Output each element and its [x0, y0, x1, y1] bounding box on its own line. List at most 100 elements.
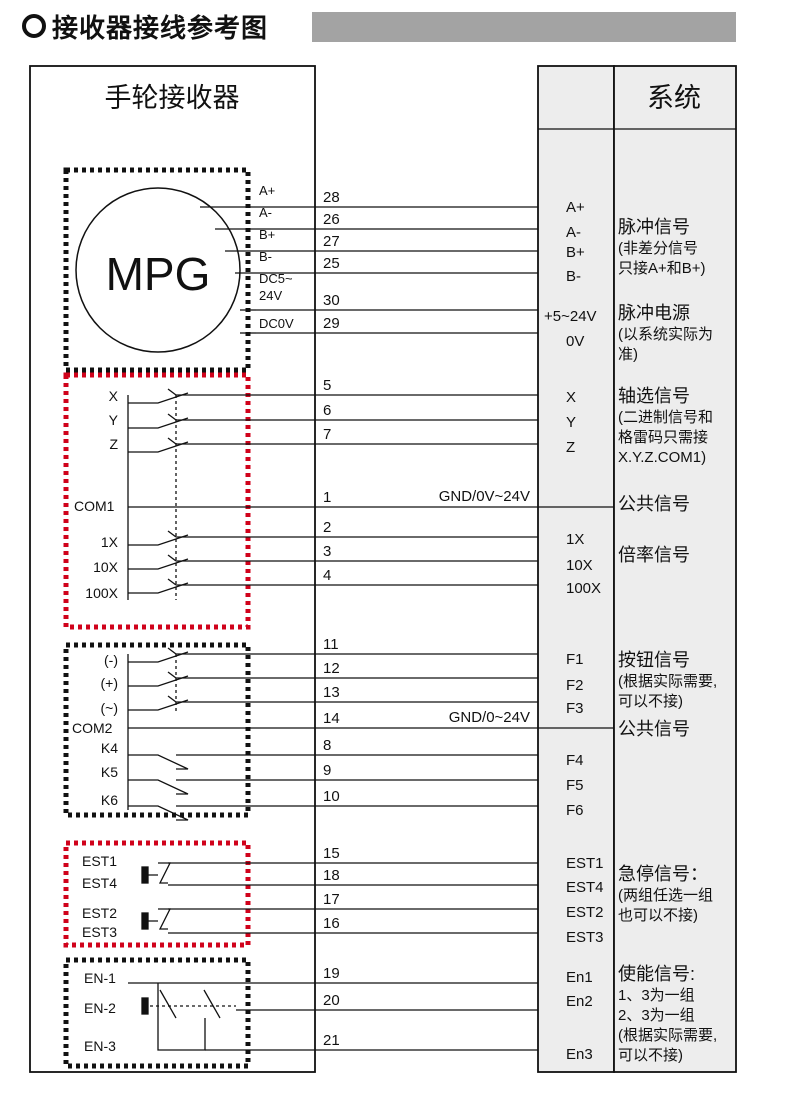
- receiver-input-label: 1X: [101, 534, 119, 550]
- system-desc-text: 脉冲信号: [618, 217, 690, 237]
- system-terminal-label: EST4: [566, 879, 604, 896]
- system-desc-text: 倍率信号: [618, 545, 690, 565]
- system-desc-text: 公共信号: [618, 719, 690, 739]
- mpg-pin-label: A+: [259, 183, 275, 198]
- mpg-pin-label: A-: [259, 205, 272, 220]
- system-terminal-label: Z: [566, 439, 575, 456]
- receiver-input-label: EN-1: [84, 970, 116, 986]
- receiver-input-label: K6: [101, 792, 118, 808]
- switch-contact: [128, 651, 189, 663]
- switch-contact: [167, 437, 177, 445]
- system-terminal-label: En1: [566, 969, 593, 986]
- enable-contact: [203, 989, 221, 1019]
- system-desc-text: (根据实际需要,: [618, 673, 717, 690]
- switch-contact: [128, 441, 189, 453]
- switch-contact: [128, 417, 189, 429]
- receiver-input-label: (~): [101, 700, 119, 716]
- system-terminal-column: [537, 65, 615, 1073]
- system-terminal-label: F5: [566, 777, 584, 794]
- system-terminal-label: EST1: [566, 855, 604, 872]
- system-desc-text: 2、3为一组: [618, 1007, 695, 1024]
- estop-button-icon: [141, 912, 149, 930]
- system-desc-text: 脉冲电源: [618, 303, 690, 323]
- wire-number: 15: [323, 845, 340, 862]
- system-terminal-label: 0V: [566, 333, 584, 350]
- system-terminal-label: X: [566, 389, 576, 406]
- wire-number: 8: [323, 737, 331, 754]
- system-terminal-label: EST3: [566, 929, 604, 946]
- wire-number: 13: [323, 684, 340, 701]
- receiver-input-label: EST3: [82, 924, 117, 940]
- wire-note: GND/0V~24V: [439, 488, 530, 505]
- system-desc-text: X.Y.Z.COM1): [618, 449, 706, 466]
- wire-number: 29: [323, 315, 340, 332]
- mpg-pin-label: B+: [259, 227, 275, 242]
- mpg-circle: [75, 187, 241, 353]
- switch-contact: [167, 530, 177, 538]
- system-terminal-label: F6: [566, 802, 584, 819]
- receiver-input-label: 10X: [93, 559, 119, 575]
- wire-number: 26: [323, 211, 340, 228]
- switch-contact: [128, 558, 189, 570]
- receiver-panel: [29, 65, 316, 1073]
- enable-contact: [159, 989, 177, 1019]
- switch-contact: [167, 647, 177, 655]
- switch-contact: [128, 699, 189, 711]
- header: 接收器接线参考图: [0, 0, 800, 56]
- switch-contact: [128, 675, 189, 687]
- receiver-input-label: K5: [101, 764, 118, 780]
- system-desc-text: (两组任选一组: [618, 887, 713, 904]
- system-title: 系统: [647, 83, 701, 113]
- system-desc-column: [613, 65, 737, 1073]
- enable-button-icon: [141, 997, 149, 1015]
- key-contact: [128, 779, 189, 795]
- system-terminal-label: 1X: [566, 531, 584, 548]
- estop-button-icon: [141, 866, 149, 884]
- mpg-pin-label: DC0V: [259, 316, 294, 331]
- receiver-input-label: EN-2: [84, 1000, 116, 1016]
- enable-group-box: [63, 957, 251, 1069]
- switch-contact: [167, 554, 177, 562]
- wire-number: 16: [323, 915, 340, 932]
- button-group-box: [63, 642, 251, 818]
- system-terminal-label: F1: [566, 651, 584, 668]
- wire-number: 4: [323, 567, 331, 584]
- system-desc-text: (非差分信号: [618, 240, 698, 257]
- system-desc-text: (以系统实际为: [618, 326, 713, 343]
- estop-contact-icon: [148, 908, 172, 930]
- wire-number: 30: [323, 292, 340, 309]
- system-desc-text: 公共信号: [618, 494, 690, 514]
- page-title: 接收器接线参考图: [52, 14, 269, 44]
- switch-contact: [167, 671, 177, 679]
- receiver-input-label: Y: [109, 412, 119, 428]
- wire-number: 21: [323, 1032, 340, 1049]
- wire-number: 3: [323, 543, 331, 560]
- receiver-input-label: EST2: [82, 905, 117, 921]
- estop-contact-icon: [148, 862, 172, 884]
- system-desc-text: 准): [618, 346, 638, 363]
- receiver-input-label: EST1: [82, 853, 117, 869]
- system-terminal-label: F4: [566, 752, 584, 769]
- wire-number: 11: [323, 636, 339, 653]
- system-terminal-label: +5~24V: [544, 308, 597, 325]
- system-desc-text: (根据实际需要,: [618, 1027, 717, 1044]
- system-desc-text: 使能信号:: [618, 964, 695, 984]
- system-terminal-label: B-: [566, 268, 581, 285]
- receiver-input-label: COM1: [74, 498, 115, 514]
- wire-number: 19: [323, 965, 340, 982]
- wire-note: GND/0~24V: [449, 709, 530, 726]
- system-desc-text: 1、3为一组: [618, 987, 695, 1004]
- receiver-input-label: Z: [109, 436, 118, 452]
- system-desc-text: 按钮信号: [618, 650, 690, 670]
- wire-number: 7: [323, 426, 331, 443]
- receiver-title: 手轮接收器: [105, 83, 240, 113]
- system-desc-text: 轴选信号: [618, 386, 690, 406]
- mpg-pin-label: B-: [259, 249, 272, 264]
- system-desc-text: 也可以不接): [618, 907, 698, 924]
- estop-group-box: [63, 840, 251, 948]
- system-desc-text: (二进制信号和: [618, 409, 713, 426]
- receiver-input-label: X: [109, 388, 119, 404]
- wire-number: 10: [323, 788, 340, 805]
- wire-number: 1: [323, 489, 331, 506]
